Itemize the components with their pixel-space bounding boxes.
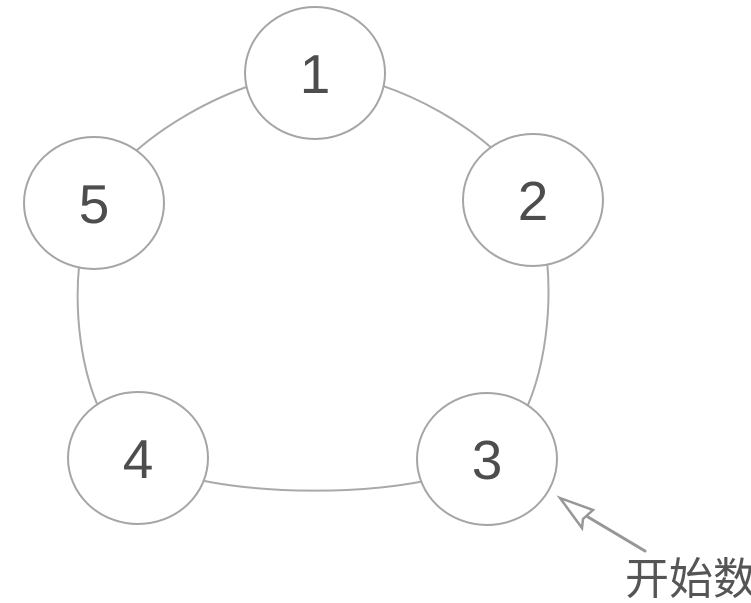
node-3: 3 [416, 392, 558, 526]
node-3-label: 3 [472, 429, 503, 491]
node-5: 5 [23, 136, 165, 270]
node-1-circle [244, 6, 386, 140]
node-2: 2 [462, 133, 604, 267]
node-4-circle [67, 391, 209, 525]
node-4: 4 [67, 391, 209, 525]
node-4-label: 4 [123, 428, 154, 490]
node-5-label: 5 [79, 173, 110, 235]
node-2-circle [462, 133, 604, 267]
node-1: 1 [244, 6, 386, 140]
annotation-label: 开始数 [625, 555, 751, 603]
node-3-circle [416, 392, 558, 526]
start-arrow [556, 495, 647, 553]
start-arrow-shaft [586, 515, 647, 553]
node-2-label: 2 [518, 170, 549, 232]
node-5-circle [23, 136, 165, 270]
node-1-label: 1 [300, 43, 331, 105]
start-arrow-head-icon [556, 495, 596, 532]
